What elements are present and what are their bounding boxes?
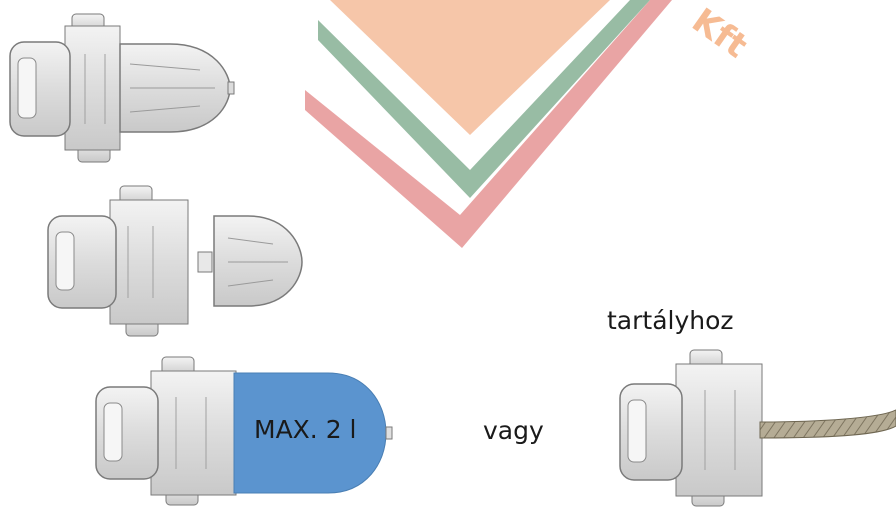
braided-hose: [760, 410, 896, 438]
device-with-hose: [620, 350, 896, 506]
to-tank-label: tartályhoz: [607, 306, 734, 335]
or-label: vagy: [483, 416, 544, 445]
watermark-logo: Kft: [305, 0, 754, 248]
device-separated: [48, 186, 302, 336]
capacity-label: MAX. 2 l: [254, 415, 357, 444]
watermark-text: Kft: [685, 1, 755, 67]
device-with-cone: [10, 14, 234, 162]
